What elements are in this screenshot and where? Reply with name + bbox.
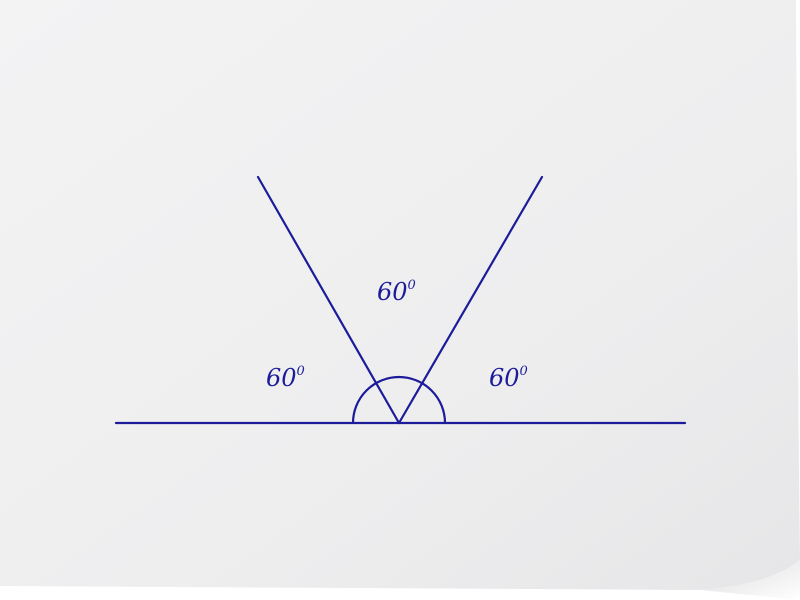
angle-label-middle-value: 60: [377, 278, 408, 306]
angle-label-right: 600: [489, 364, 528, 392]
angle-label-right-unit: 0: [520, 364, 528, 379]
angle-arc: [351, 375, 447, 425]
angle-label-left-unit: 0: [297, 364, 305, 379]
angle-label-middle: 600: [377, 278, 416, 306]
angle-label-left-value: 60: [266, 364, 297, 392]
right-ray: [397, 175, 544, 425]
left-ray: [256, 175, 401, 425]
paper-curl: [700, 560, 800, 600]
angle-label-left: 600: [266, 364, 305, 392]
angle-label-middle-unit: 0: [408, 278, 416, 293]
angle-label-right-value: 60: [489, 364, 520, 392]
